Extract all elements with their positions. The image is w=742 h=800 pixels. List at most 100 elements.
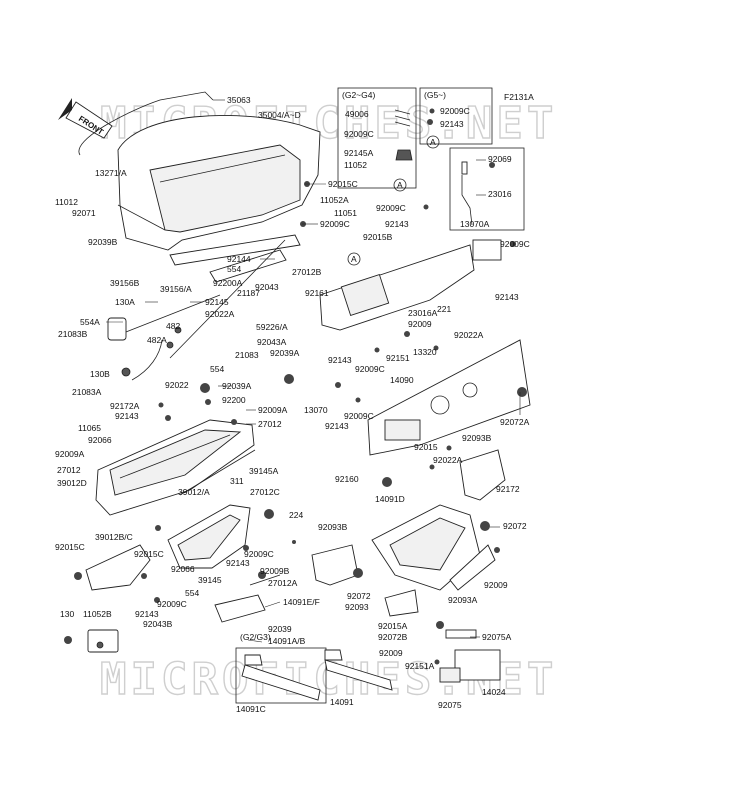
svg-text:92009C: 92009C	[344, 129, 374, 139]
figure-code: F2131A	[504, 92, 534, 102]
svg-text:92143: 92143	[325, 421, 349, 431]
svg-text:92022: 92022	[165, 380, 189, 390]
svg-text:92009C: 92009C	[376, 203, 406, 213]
svg-text:92093B: 92093B	[318, 522, 348, 532]
svg-text:92043B: 92043B	[143, 619, 173, 629]
svg-text:13070: 13070	[304, 405, 328, 415]
svg-text:92172: 92172	[496, 484, 520, 494]
lid-39012BC	[85, 544, 151, 591]
svg-text:13271/A: 13271/A	[95, 168, 127, 178]
svg-text:39156/A: 39156/A	[160, 284, 192, 294]
svg-text:11052A: 11052A	[320, 195, 349, 205]
svg-text:21083A: 21083A	[72, 387, 102, 397]
svg-text:39012B/C: 39012B/C	[95, 532, 133, 542]
svg-text:27012B: 27012B	[292, 267, 322, 277]
svg-text:21083: 21083	[235, 350, 259, 360]
svg-text:21083B: 21083B	[58, 329, 88, 339]
svg-text:482A: 482A	[147, 335, 167, 345]
svg-text:39156B: 39156B	[110, 278, 140, 288]
svg-text:92039: 92039	[268, 624, 292, 634]
svg-text:35063: 35063	[227, 95, 251, 105]
svg-text:92172A: 92172A	[110, 401, 140, 411]
latch-11052B	[87, 629, 119, 653]
svg-text:11052: 11052	[344, 160, 367, 170]
svg-text:92072B: 92072B	[378, 632, 408, 642]
latch-14091EF	[214, 574, 281, 623]
svg-text:92009C: 92009C	[440, 106, 470, 116]
svg-text:130A: 130A	[115, 297, 135, 307]
callout-a-1: A	[393, 178, 407, 192]
svg-text:92015: 92015	[414, 442, 438, 452]
svg-text:49006: 49006	[345, 109, 369, 119]
svg-text:92200: 92200	[222, 395, 246, 405]
svg-text:92009C: 92009C	[355, 364, 385, 374]
svg-text:27012: 27012	[258, 419, 282, 429]
svg-text:14091C: 14091C	[236, 704, 266, 714]
svg-text:92009: 92009	[484, 580, 508, 590]
svg-text:92015A: 92015A	[378, 621, 408, 631]
svg-text:92039A: 92039A	[270, 348, 300, 358]
svg-text:11012: 11012	[55, 197, 78, 207]
svg-text:92143: 92143	[328, 355, 352, 365]
svg-text:14091A/B: 14091A/B	[268, 636, 306, 646]
svg-text:92151A: 92151A	[405, 661, 435, 671]
svg-text:92143: 92143	[440, 119, 464, 129]
svg-text:554: 554	[210, 364, 224, 374]
panel-back	[319, 244, 475, 331]
svg-text:14024: 14024	[482, 687, 506, 697]
svg-text:92009C: 92009C	[244, 549, 274, 559]
svg-text:92009: 92009	[379, 648, 403, 658]
svg-text:92009C: 92009C	[320, 219, 350, 229]
plate-14091C	[235, 647, 327, 704]
svg-text:23016: 23016	[488, 189, 512, 199]
harness-23016	[461, 161, 473, 226]
bracket-92093A	[449, 544, 496, 591]
plate-14091	[324, 649, 393, 691]
svg-text:92043: 92043	[255, 282, 279, 292]
svg-text:39145A: 39145A	[249, 466, 279, 476]
rod-59226	[169, 239, 286, 359]
svg-text:11065: 11065	[78, 423, 101, 433]
svg-text:92009A: 92009A	[55, 449, 85, 459]
svg-text:23016A: 23016A	[408, 308, 438, 318]
svg-text:92151: 92151	[386, 353, 410, 363]
svg-text:35004/A~D: 35004/A~D	[258, 110, 301, 120]
svg-text:92072A: 92072A	[500, 417, 530, 427]
callout-a-2: A	[426, 135, 440, 149]
lid-39012A	[167, 504, 251, 569]
group-label-g2-g3: (G2/G3)	[240, 632, 271, 642]
storage-box-39012	[95, 419, 255, 516]
hinge-left	[107, 317, 182, 381]
svg-text:92145: 92145	[205, 297, 229, 307]
panel-14090	[367, 339, 531, 456]
svg-text:21187: 21187	[237, 288, 260, 298]
group-box-g5	[419, 87, 493, 145]
svg-text:224: 224	[289, 510, 303, 520]
cable-35063	[78, 91, 214, 156]
svg-text:A: A	[351, 254, 357, 264]
svg-text:92015B: 92015B	[363, 232, 393, 242]
svg-text:14091D: 14091D	[375, 494, 405, 504]
svg-text:39145: 39145	[198, 575, 222, 585]
svg-text:92093: 92093	[345, 602, 369, 612]
svg-text:92039B: 92039B	[88, 237, 118, 247]
svg-text:A: A	[397, 180, 403, 190]
svg-text:92143: 92143	[495, 292, 519, 302]
svg-text:92009C: 92009C	[157, 599, 187, 609]
svg-text:92066: 92066	[171, 564, 195, 574]
svg-text:92075A: 92075A	[482, 632, 512, 642]
svg-text:92015C: 92015C	[328, 179, 358, 189]
svg-text:92200A: 92200A	[213, 278, 243, 288]
svg-text:221: 221	[437, 304, 451, 314]
svg-text:92022A: 92022A	[433, 455, 463, 465]
strip-39145A	[179, 449, 256, 496]
svg-text:311: 311	[230, 476, 244, 486]
svg-text:11052B: 11052B	[83, 609, 112, 619]
svg-text:92145A: 92145A	[344, 148, 374, 158]
bracket-92093B-right	[459, 449, 506, 501]
svg-text:554: 554	[185, 588, 199, 598]
svg-text:27012A: 27012A	[268, 578, 298, 588]
svg-text:92072: 92072	[503, 521, 527, 531]
battery-14024	[439, 629, 501, 683]
